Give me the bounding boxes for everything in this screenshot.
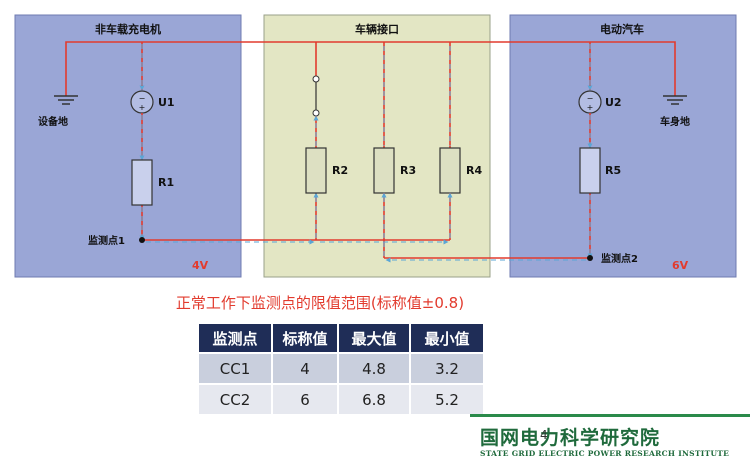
col-header-max: 最大值 [338,324,411,353]
institute-logo: 国网电力科学研究院 STATE GRID ELECTRIC POWER RESE… [470,414,750,463]
u1-label: U1 [158,96,175,109]
col-header-min: 最小值 [410,324,485,353]
charger-title: 非车载充电机 [95,22,161,36]
limits-table: 监测点 标称值 最大值 最小值 CC1 4 4.8 3.2 CC2 6 6.8 … [199,324,485,414]
r1-label: R1 [158,176,174,189]
monitor-point-2-dot [587,255,593,261]
pe-wire-flow [139,44,593,146]
table-row: CC2 6 6.8 5.2 [199,383,485,414]
vehicle-ground-label: 车身地 [660,115,690,128]
u2-plus-icon: + [587,103,594,112]
u1-plus-icon: + [139,103,146,112]
interface-panel [263,14,491,278]
equipment-ground-icon [54,95,78,105]
vehicle-panel [509,14,737,278]
table-cell: CC1 [199,352,273,384]
u1-minus-icon: − [139,94,146,103]
charger-panel [14,14,242,278]
r4-resistor [439,147,461,194]
table-cell: 3.2 [410,352,485,384]
u2-label: U2 [605,96,622,109]
r3-label: R3 [400,164,416,177]
r1-resistor [131,159,153,206]
charger-voltage: 4V [192,259,209,272]
r3-resistor [373,147,395,194]
logo-english-name: STATE GRID ELECTRIC POWER RESEARCH INSTI… [480,449,730,458]
logo-chinese-name: 国网电力科学研究院 [480,427,661,449]
circuit-diagram: 非车载充电机 车辆接口 电动汽车 设备地 车身地 − + U1 − + U2 [14,14,737,278]
r5-resistor [579,147,601,194]
r2-label: R2 [332,164,348,177]
vehicle-title: 电动汽车 [600,22,644,36]
switch-top-icon [312,75,320,83]
table-header-row: 监测点 标称值 最大值 最小值 [199,324,485,353]
table-cell: CC2 [199,383,273,414]
col-header-nominal: 标称值 [272,324,339,353]
r4-label: R4 [466,164,482,177]
monitor-point-2-label: 监测点2 [601,252,638,265]
table-cell: 5.2 [410,383,485,414]
table-cell: 6 [272,383,339,414]
table-cell: 4.8 [338,352,411,384]
table-cell: 4 [272,352,339,384]
table-cell: 6.8 [338,383,411,414]
col-header-point: 监测点 [199,324,273,353]
table-row: CC1 4 4.8 3.2 [199,352,485,384]
r2-resistor [305,147,327,194]
vehicle-voltage: 6V [672,259,689,272]
page-number: 4 [540,428,548,442]
interface-title: 车辆接口 [355,22,399,36]
equipment-ground-label: 设备地 [38,115,68,128]
r5-label: R5 [605,164,621,177]
vehicle-ground-icon [663,95,687,105]
monitor-point-1-label: 监测点1 [88,234,125,247]
monitor-point-1-dot [139,237,145,243]
u2-minus-icon: − [587,94,594,103]
limits-caption: 正常工作下监测点的限值范围(标称值±0.8) [175,294,465,312]
switch-bottom-icon [312,109,320,117]
